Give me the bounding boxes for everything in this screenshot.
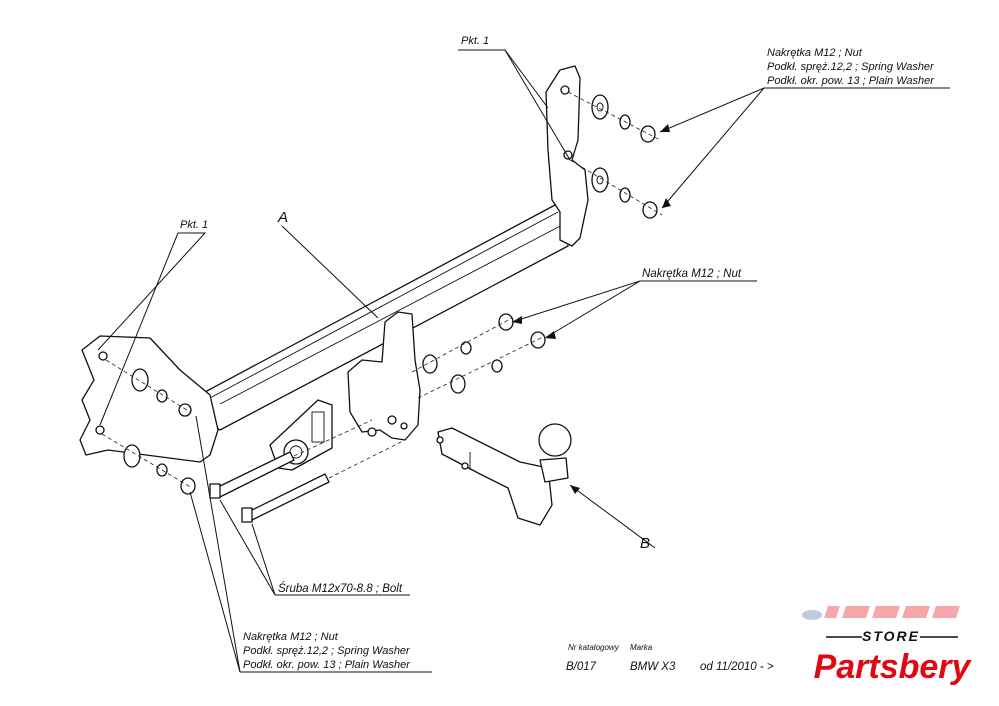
manufacturer-logo-fragment [802, 606, 960, 620]
leader-lines [97, 49, 950, 673]
part-b-label: B [640, 535, 650, 552]
bolts [209, 451, 330, 523]
catalog-number-caption: Nr katalogowy [568, 643, 620, 652]
arrow-heads [512, 124, 671, 494]
logo-brand-text: Partsbery [814, 648, 973, 686]
part-a-label: A [277, 209, 288, 226]
bottom-left-line-1: Nakrętka M12 ; Nut [243, 631, 339, 643]
fasteners-top-right [567, 91, 663, 219]
fasteners-middle [411, 313, 546, 399]
fasteners-bottom-left [101, 359, 196, 495]
logo-store-text: STORE [862, 628, 920, 644]
bolt-label: Śruba M12x70-8.8 ; Bolt [278, 582, 403, 595]
pkt1-left-label: Pkt. 1 [180, 219, 208, 231]
mid-right-label: Nakrętka M12 ; Nut [642, 268, 742, 280]
left-bracket [79, 335, 219, 463]
model-name: BMW X3 [630, 661, 676, 673]
tow-ball-neck [436, 423, 572, 526]
center-bracket [347, 311, 421, 441]
top-right-line-2: Podkł. spręż.12,2 ; Spring Washer [767, 61, 935, 73]
catalog-number: B/017 [566, 661, 597, 673]
brand-caption: Marka [630, 643, 653, 652]
bottom-left-line-2: Podkł. spręż.12,2 ; Spring Washer [243, 645, 411, 657]
date-range: od 11/2010 - > [700, 661, 774, 673]
top-right-line-1: Nakrętka M12 ; Nut [767, 47, 863, 59]
bottom-left-line-3: Podkł. okr. pow. 13 ; Plain Washer [243, 659, 411, 671]
top-right-line-3: Podkł. okr. pow. 13 ; Plain Washer [767, 75, 935, 87]
pkt1-top-label: Pkt. 1 [461, 35, 489, 47]
partsbery-logo: STORE Partsbery [814, 628, 973, 686]
